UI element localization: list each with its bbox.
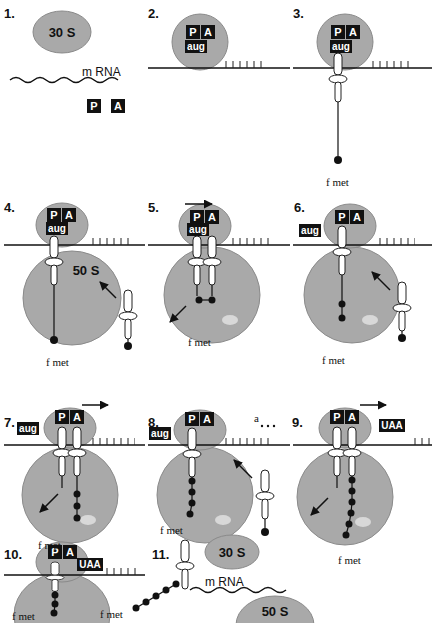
- site-box: P: [87, 99, 101, 113]
- site-box: A: [62, 208, 76, 222]
- site-box: A: [345, 410, 359, 424]
- site-box: P: [47, 208, 61, 222]
- node-text: A: [65, 209, 73, 221]
- node-text: aug: [48, 223, 66, 234]
- node-text: A: [349, 26, 357, 38]
- amino-acid-label: f met: [38, 539, 61, 551]
- mrna-label: m RNA: [82, 65, 121, 79]
- codon-box: aug: [46, 222, 68, 235]
- node-text: 30 S: [219, 545, 246, 560]
- codon-box: aug: [187, 223, 209, 236]
- amino-acids: [50, 156, 406, 617]
- node-text: aug: [332, 41, 350, 52]
- node-text: P: [338, 211, 345, 223]
- node-text: UAA: [79, 559, 101, 570]
- node-text: P: [193, 211, 200, 223]
- site-box: A: [200, 412, 214, 426]
- node-text: aug: [187, 41, 205, 52]
- site-box: A: [111, 99, 125, 113]
- site-box: P: [335, 210, 349, 224]
- motion-arrows: [40, 204, 390, 515]
- node-text: P: [90, 100, 97, 112]
- amino-acid-label: f met: [12, 610, 35, 622]
- node-text: 50 S: [73, 263, 100, 278]
- step-number: 11.: [152, 547, 169, 562]
- node-text: P: [334, 26, 341, 38]
- step-number: 4.: [4, 200, 15, 215]
- amino-acid-label: f met: [100, 608, 123, 620]
- step-number: 9.: [292, 415, 303, 430]
- node-text: UAA: [381, 420, 403, 431]
- site-box: P: [331, 25, 345, 39]
- step-number: 3.: [293, 6, 304, 21]
- codon-box: aug: [299, 224, 321, 237]
- node-text: 30 S: [49, 25, 76, 40]
- ribosome-subunit: 30 S: [32, 10, 92, 54]
- node-text: A: [348, 411, 356, 423]
- site-box: A: [63, 545, 77, 559]
- step-number: 1.: [4, 6, 15, 21]
- node-text: P: [189, 26, 196, 38]
- node-text: aug: [301, 225, 319, 236]
- site-box: A: [350, 210, 364, 224]
- site-box: A: [346, 25, 360, 39]
- codon-box: UAA: [77, 558, 103, 571]
- codon-box: UAA: [379, 419, 405, 432]
- codon-ticks: [90, 61, 430, 575]
- ribosome-subunit: 30 S: [204, 534, 260, 570]
- subunit-shape: [22, 250, 122, 346]
- step-number: 7.: [4, 415, 15, 430]
- node-text: A: [66, 546, 74, 558]
- amino-acid-label: f met: [338, 554, 361, 566]
- site-letter: a: [254, 412, 259, 424]
- codon-box: aug: [185, 40, 207, 53]
- site-box: P: [55, 410, 69, 424]
- site-box: P: [185, 412, 199, 426]
- site-box: A: [205, 210, 219, 224]
- node-text: P: [188, 413, 195, 425]
- step-number: 2.: [148, 6, 159, 21]
- node-text: A: [73, 411, 81, 423]
- trna-stems: [54, 102, 402, 613]
- node-text: P: [333, 411, 340, 423]
- step-number: 10.: [4, 547, 22, 562]
- amino-acid-label: f met: [46, 356, 69, 368]
- node-text: A: [208, 211, 216, 223]
- node-text: aug: [19, 423, 37, 434]
- node-text: A: [203, 413, 211, 425]
- node-text: 50 S: [262, 604, 289, 619]
- amino-acid-label: f met: [326, 176, 349, 188]
- node-text: aug: [189, 224, 207, 235]
- ribosome-subunit: 50 S: [235, 595, 315, 623]
- mrna-label: m RNA: [205, 575, 244, 589]
- node-text: A: [204, 26, 212, 38]
- node-text: A: [114, 100, 122, 112]
- step-number: 8.: [148, 415, 159, 430]
- site-box: P: [330, 410, 344, 424]
- step-number: 5.: [148, 200, 159, 215]
- node-text: A: [353, 211, 361, 223]
- amino-acid-label: f met: [188, 336, 211, 348]
- node-text: P: [58, 411, 65, 423]
- site-box: P: [186, 25, 200, 39]
- site-box: A: [201, 25, 215, 39]
- step-number: 6.: [294, 200, 305, 215]
- trna-molecules: [45, 53, 411, 591]
- codon-box: aug: [330, 40, 352, 53]
- site-box: A: [70, 410, 84, 424]
- amino-acid-label: f met: [160, 524, 183, 536]
- node-text: P: [50, 209, 57, 221]
- codon-box: aug: [17, 422, 39, 435]
- mrna-strand: [4, 68, 432, 593]
- amino-acid-label: f met: [322, 354, 345, 366]
- ribosome-subunit: 50 S: [22, 250, 122, 346]
